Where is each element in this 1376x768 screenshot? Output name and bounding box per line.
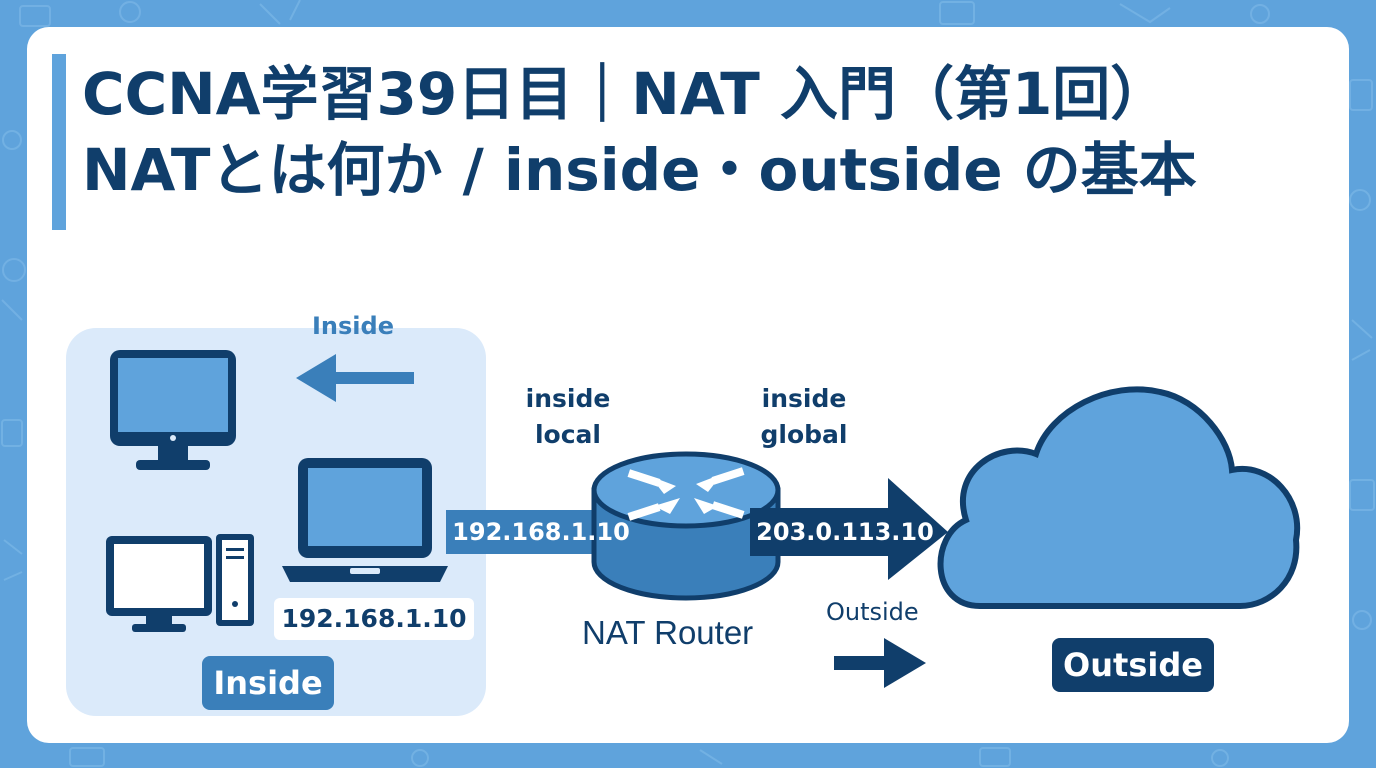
inside-global-arrow [750,478,948,580]
outside-arrow-label: Outside [826,598,919,626]
inside-arrow-label: Inside [312,312,394,340]
desktop-pc-icon [106,534,254,632]
cloud-icon [937,386,1301,609]
title-accent-bar [52,54,66,230]
page-title: CCNA学習39日目｜NAT 入門（第1回） NATとは何か / inside・… [82,56,1342,208]
outside-arrow [834,638,926,688]
router-label: NAT Router [582,614,754,651]
inside-badge-bg [202,656,334,710]
inside-arrow [296,354,414,402]
inside-global-label-line1: inside [761,384,847,413]
monitor-icon [110,350,236,470]
router-icon [591,451,781,601]
laptop-icon [282,458,448,582]
inside-global-label-line2: global [760,420,848,449]
title-line-2: NATとは何か / inside・outside の基本 [82,136,1197,204]
inside-badge: Inside [213,664,323,702]
outside-badge-bg [1052,638,1214,692]
inside-local-ip: 192.168.1.10 [452,518,630,546]
title-line-1: CCNA学習39日目｜NAT 入門（第1回） [82,60,1169,128]
inside-global-ip: 203.0.113.10 [756,518,934,546]
laptop-ip-label: 192.168.1.10 [281,604,467,633]
inside-local-label-line2: local [534,420,601,449]
outside-badge: Outside [1063,646,1203,684]
laptop-ip-box [274,598,474,640]
inside-local-label-line1: inside [525,384,611,413]
